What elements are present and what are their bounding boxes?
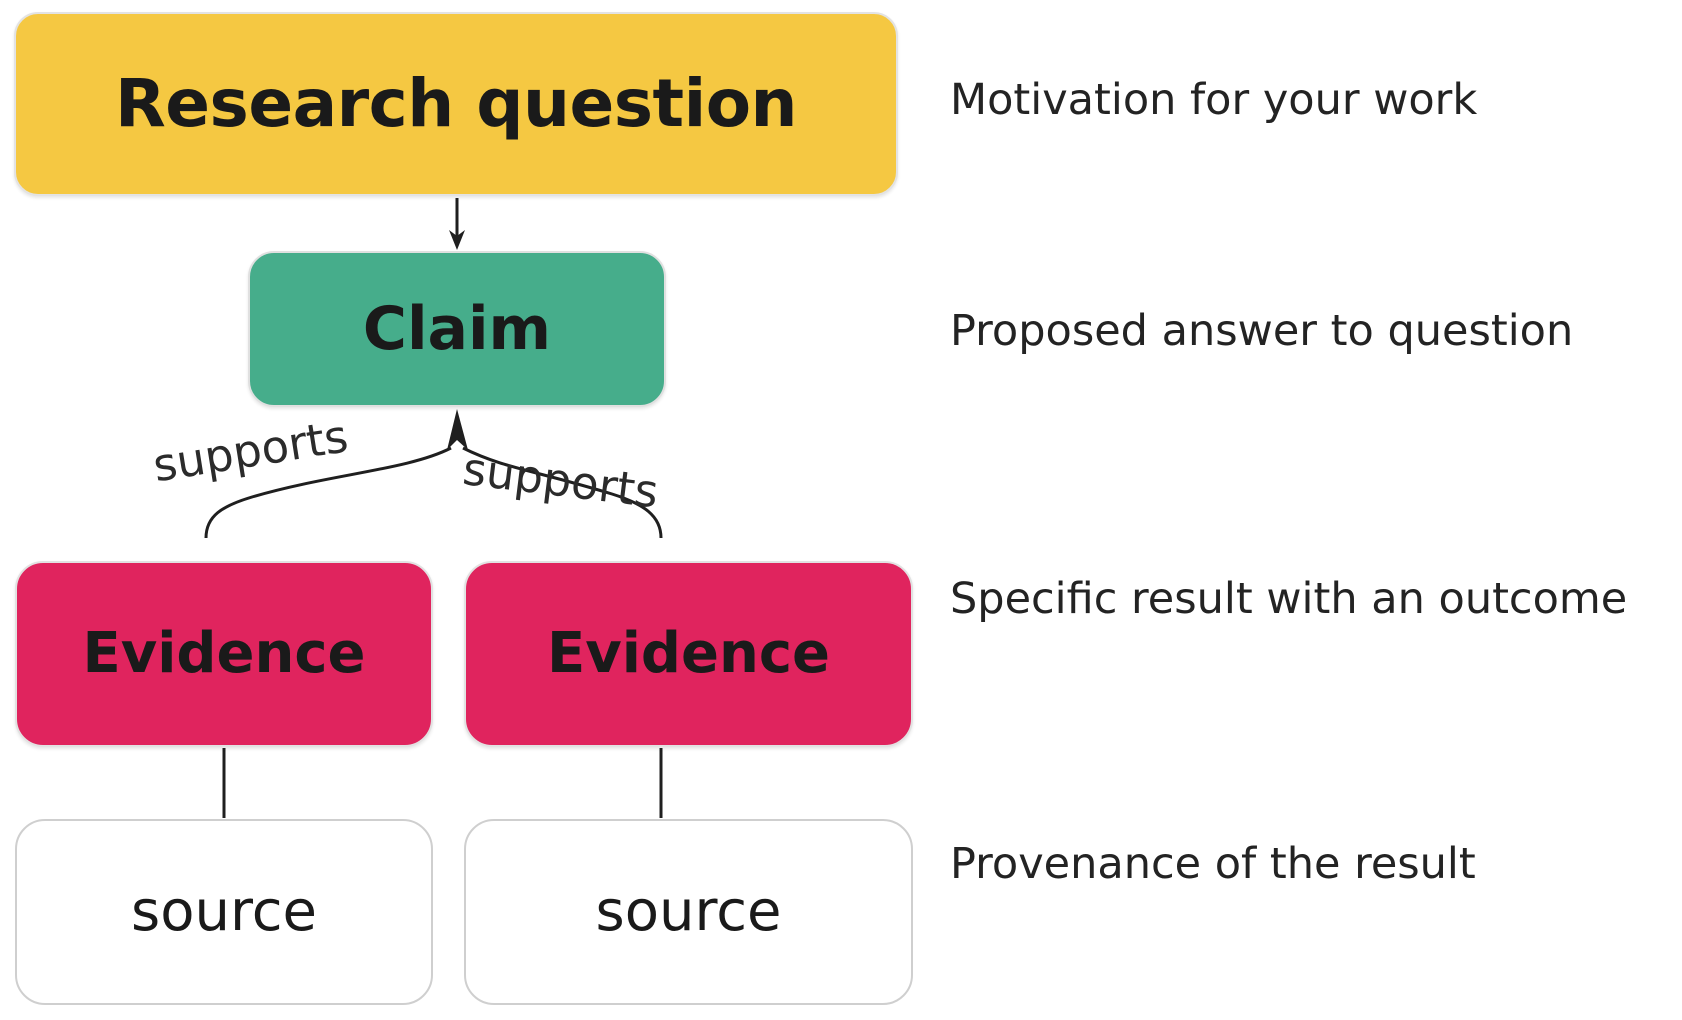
node-source-right-label: source (595, 879, 782, 944)
node-evidence-right[interactable]: Evidence (464, 561, 913, 747)
node-research-question[interactable]: Research question (14, 12, 898, 196)
node-claim-label: Claim (362, 294, 552, 364)
edge-label-supports-right: supports (460, 442, 662, 519)
node-evidence-left-label: Evidence (82, 621, 366, 686)
annotation-proposed-answer: Proposed answer to question (950, 306, 1574, 356)
arrowhead-into-claim (447, 409, 468, 450)
annotation-specific-result: Specific result with an outcome (950, 574, 1628, 624)
annotation-motivation: Motivation for your work (950, 75, 1478, 125)
node-source-left[interactable]: source (15, 819, 433, 1005)
node-claim[interactable]: Claim (248, 251, 666, 407)
node-evidence-right-label: Evidence (546, 621, 831, 686)
node-evidence-left[interactable]: Evidence (15, 561, 433, 747)
annotation-provenance: Provenance of the result (950, 839, 1476, 889)
node-source-left-label: source (131, 879, 317, 944)
edge-research-to-claim (449, 198, 465, 250)
node-research-question-label: Research question (114, 65, 798, 142)
edge-label-supports-left: supports (149, 409, 352, 493)
node-source-right[interactable]: source (464, 819, 913, 1005)
